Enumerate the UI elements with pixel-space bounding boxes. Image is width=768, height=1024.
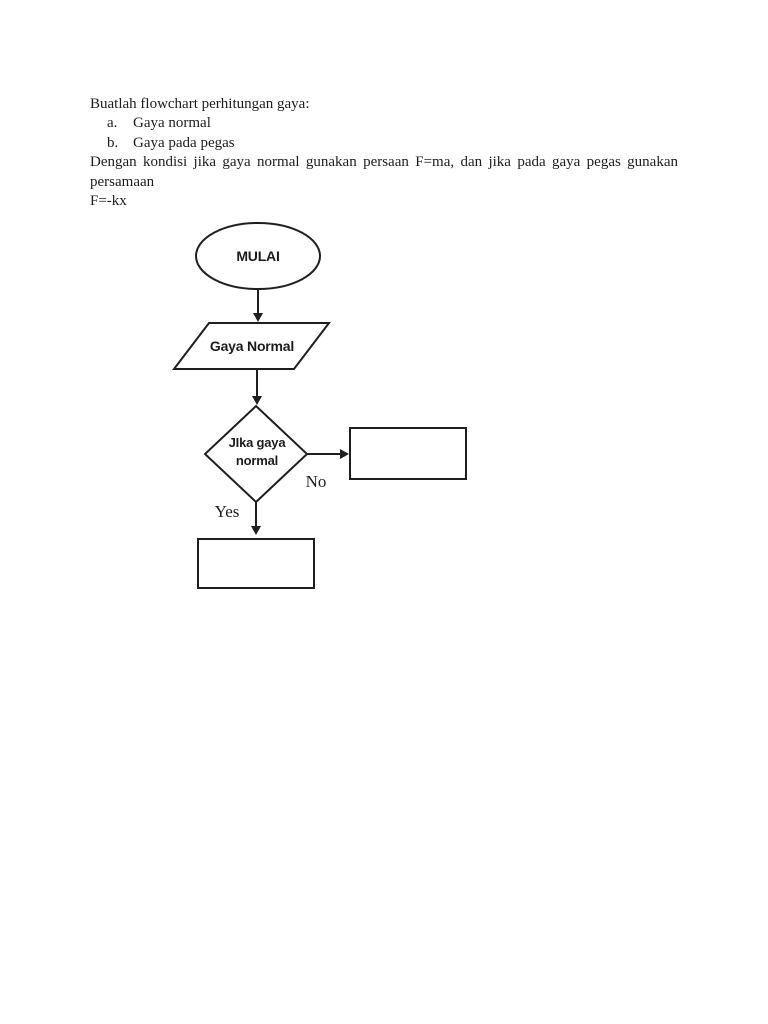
start-label: MULAI — [236, 248, 279, 264]
body-line-1: Dengan kondisi jika gaya normal gunakan … — [90, 154, 678, 190]
list-marker-b: b. — [107, 134, 119, 151]
list-marker-a: a. — [107, 115, 118, 132]
list-text-b: Gaya pada pegas — [133, 134, 235, 151]
instructions-block: Buatlah flowchart perhitungan gaya: a. G… — [90, 95, 678, 211]
arrowhead-no-branch — [340, 449, 349, 459]
decision-label-line1: JIka gaya — [229, 435, 287, 450]
list-text-a: Gaya normal — [133, 115, 211, 132]
list-item-a: a. Gaya normal — [90, 114, 678, 133]
arrowhead-input-to-decision — [252, 396, 262, 405]
body-line-2: F=-kx — [90, 193, 127, 210]
input-label: Gaya Normal — [210, 338, 294, 354]
arrowhead-start-to-input — [253, 313, 263, 322]
intro-line: Buatlah flowchart perhitungan gaya: — [90, 96, 310, 112]
input-parallelogram — [171, 322, 332, 370]
no-branch-label: No — [306, 472, 327, 491]
no-process-rectangle — [349, 427, 467, 480]
yes-branch-label: Yes — [215, 502, 240, 521]
yes-process-rectangle — [197, 538, 315, 589]
decision-label-line2: normal — [236, 453, 278, 468]
arrowhead-yes-branch — [251, 526, 261, 535]
list-item-b: b. Gaya pada pegas — [90, 134, 678, 153]
